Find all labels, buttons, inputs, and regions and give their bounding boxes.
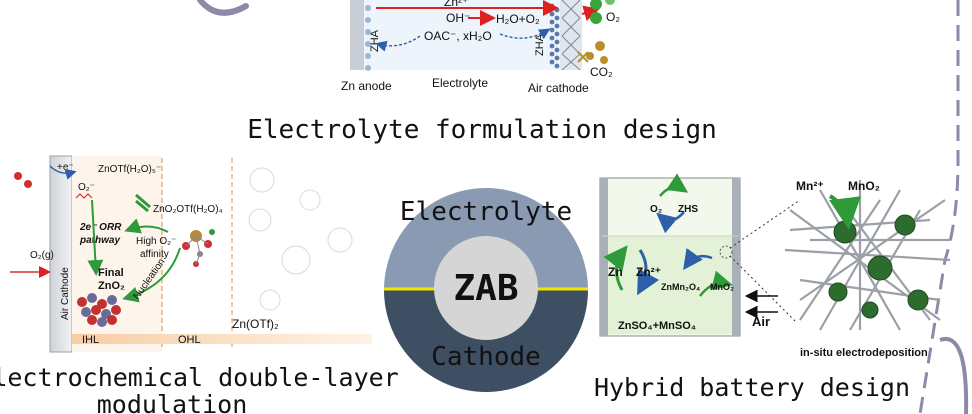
insitu-electrodeposition-label: in-situ electrodeposition (800, 347, 928, 359)
oac-label: OAC⁻, xH₂O (424, 29, 492, 43)
o2-minus-label: O₂⁻ (78, 182, 95, 193)
o2-bubble-2 (605, 0, 615, 5)
top-panel: ZHA ZHA Zn²⁺ OH⁻ H₂O+O₂ OAC⁻, xH₂O O₂ CO… (341, 0, 620, 95)
circle-zab-label: ZAB (453, 268, 518, 309)
znotf-h2o5-label: ZnOTf(H₂O)₅⁻ (98, 164, 161, 175)
title-double-layer-line1: Electrochemical double-layer (0, 363, 399, 392)
mn-cycle-green (699, 270, 733, 297)
mn-cycle-blue (683, 247, 713, 271)
air-label: Air (752, 314, 770, 329)
high-o2-label: High O₂⁻ (136, 236, 176, 247)
ihl-region (72, 156, 162, 352)
zhs-label: ZHS (678, 204, 698, 215)
ohl-label: OHL (178, 334, 201, 346)
zn-cycle-blue (637, 249, 660, 296)
oac-right-arrow (499, 28, 551, 40)
oh-label: OH⁻ (446, 11, 470, 25)
zn-cycle-green (603, 245, 628, 291)
circle-cathode-label: Cathode (431, 342, 541, 372)
o2-label: O₂ (606, 10, 620, 24)
pathway-label: pathway (79, 235, 120, 246)
zha-dots-left (365, 5, 371, 71)
zno2otf-label: ZnO₂OTf(H₂O)₄ (153, 204, 223, 215)
o2-zhs-cycle-green (659, 173, 689, 197)
title-hybrid-battery: Hybrid battery design (594, 373, 910, 402)
mn2-label: Mn²⁺ (796, 179, 824, 193)
right-panel: O₂ ZHS Zn Zn²⁺ ZnMn₂O₄ MnO₂ ZnSO₄+MnSO₄ … (599, 173, 951, 359)
magnify-circle (719, 245, 733, 259)
cathode-out-arrow (581, 5, 600, 21)
zno2otf-marker-icon (135, 193, 151, 213)
zn-anode-plate (350, 0, 364, 70)
air-cathode-label: Air cathode (528, 81, 589, 95)
co2-bubble-1 (595, 41, 605, 51)
zn-anode-label: Zn anode (341, 79, 392, 93)
decorative-arc-left (197, 0, 249, 16)
zab-center-circle: Electrolyte ZAB Cathode (384, 188, 588, 392)
zha-dots-right (549, 3, 560, 69)
title-double-layer-line2: modulation (97, 390, 248, 414)
left-panel: Air Cathode IHL OHL Zn(OTf)₂ +e⁻ O₂⁻ ZnO… (10, 155, 372, 353)
affinity-arrow (124, 218, 169, 234)
mno2-deposits (828, 214, 929, 319)
electrolyte-salt-label: ZnSO₄+MnSO₄ (618, 320, 696, 332)
zha-label-left: ZHA (369, 29, 381, 52)
cathode-electrode-bar (732, 178, 740, 336)
electrolyte-region (364, 0, 560, 70)
oac-left-arrow (375, 35, 421, 52)
zn-label: Zn (608, 265, 623, 279)
co2-label: CO₂ (590, 65, 613, 79)
mn-deposition-arrow (828, 194, 861, 230)
air-cathode-mesh (561, 0, 581, 71)
o2-zhs-cycle-blue (656, 211, 685, 234)
o2-molecule-b (24, 180, 32, 188)
zn-electrode-bar (600, 178, 608, 336)
magnify-line-top (729, 199, 801, 249)
ihl-label: IHL (82, 334, 99, 346)
ihl-ohl-bar (72, 334, 372, 344)
air-cathode-plate (560, 0, 582, 70)
electrolyte-label: Electrolyte (432, 76, 488, 90)
zha-label-right: ZHA (534, 33, 546, 56)
solvated-molecules-bg (248, 167, 353, 311)
affinity-label: affinity (140, 249, 169, 260)
zno2-label: ZnO₂ (98, 280, 125, 292)
zn-otf2-label: Zn(OTf)₂ (232, 317, 279, 331)
electron-arrow (49, 165, 77, 180)
o2g-label: O₂(g) (30, 250, 54, 261)
zno2-crystal-cluster (77, 293, 121, 327)
o2-label: O₂ (650, 204, 662, 215)
air-cathode-vertical-label: Air Cathode (60, 267, 71, 320)
circle-bottom-half (384, 290, 588, 392)
zn2-label: Zn²⁺ (636, 265, 661, 279)
zn2-label: Zn²⁺ (444, 0, 468, 9)
final-label: Final (98, 267, 124, 279)
complex-molecule (182, 229, 215, 267)
h2o-o2-label: H₂O+O₂ (496, 12, 540, 26)
circle-electrolyte-label: Electrolyte (400, 197, 572, 227)
decorative-dashed-border (918, 0, 960, 414)
znmn2o4-label: ZnMn₂O₄ (661, 282, 700, 292)
orr-pathway-arrow (87, 199, 104, 276)
o2-bubble-1 (590, 0, 602, 10)
o2-molecule-a (14, 172, 22, 180)
o2-bubble-3 (590, 12, 602, 24)
co2-blocked-icon (577, 51, 589, 63)
mno2-label: MnO₂ (710, 282, 734, 292)
magnify-line-bottom (729, 255, 797, 323)
co2-bubble-3 (600, 56, 608, 64)
electron-zigzag (75, 193, 93, 199)
mno2-top-label: MnO₂ (848, 179, 880, 193)
co2-bubble-2 (586, 52, 594, 60)
pathway-2e-orr-label: 2e⁻ ORR (79, 222, 122, 233)
zab-inner-circle (434, 236, 538, 340)
plus-e-label: +e⁻ (57, 162, 74, 173)
title-electrolyte-formulation: Electrolyte formulation design (247, 115, 717, 145)
nucleation-arrow (122, 247, 181, 303)
decorative-arc-bottom-right (939, 336, 969, 414)
